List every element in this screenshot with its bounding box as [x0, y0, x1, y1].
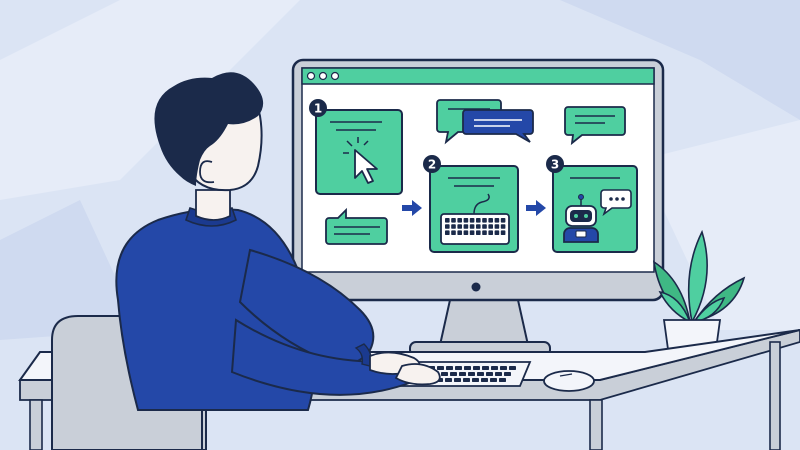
- keyboard-key: [450, 372, 457, 376]
- keyboard-key: [473, 366, 480, 370]
- keyboard-key: [476, 224, 481, 229]
- keyboard-key: [468, 372, 475, 376]
- keyboard-key: [463, 230, 469, 235]
- keyboard-key: [469, 230, 475, 235]
- cursor-click-icon: [343, 137, 378, 184]
- keyboard-key: [476, 218, 481, 223]
- mouse-icon: [543, 370, 595, 392]
- bg-shape-3: [640, 120, 800, 330]
- window-title-bar: [301, 67, 655, 85]
- chat-bubble-green-2: [564, 106, 626, 146]
- keyboard-key: [451, 224, 456, 229]
- window-dot-2: [318, 71, 328, 81]
- keyboard-key: [445, 378, 452, 382]
- monitor-power-dot: [471, 282, 481, 292]
- step-badge-2: 2: [423, 155, 441, 173]
- keyboard-key: [441, 372, 448, 376]
- keyboard-key: [495, 372, 502, 376]
- keyboard-key: [455, 366, 462, 370]
- keyboard-key: [491, 366, 498, 370]
- keyboard-key: [482, 224, 487, 229]
- step-badge-3: 3: [546, 155, 564, 173]
- keyboard-key: [494, 218, 500, 223]
- keyboard-key: [469, 218, 475, 223]
- keyboard-key: [481, 378, 488, 382]
- keyboard-key: [476, 230, 481, 235]
- man-at-computer: [115, 72, 441, 411]
- keyboard-key: [459, 372, 466, 376]
- keyboard-key: [500, 224, 506, 229]
- keyboard-key: [482, 230, 487, 235]
- keyboard-key: [488, 218, 493, 223]
- keyboard-key: [488, 224, 493, 229]
- keyboard-key: [463, 378, 470, 382]
- keyboard-key: [500, 366, 507, 370]
- keyboard-key: [500, 218, 506, 223]
- step-badge-1: 1: [309, 99, 327, 117]
- keyboard-key: [500, 230, 506, 235]
- window-dot-1: [306, 71, 316, 81]
- step-3-card: [552, 165, 638, 253]
- keyboard-key: [494, 230, 500, 235]
- keyboard-key: [494, 224, 500, 229]
- bg-shape-2: [560, 0, 800, 120]
- keyboard-key: [477, 372, 484, 376]
- keyboard-key: [457, 218, 462, 223]
- keyboard-key: [451, 230, 456, 235]
- keyboard-key: [488, 230, 493, 235]
- chat-dots-icon: [600, 189, 632, 217]
- arrow-right-icon-2: [526, 200, 546, 216]
- step-number-3: 3: [551, 158, 559, 172]
- keyboard-key: [469, 224, 475, 229]
- keyboard-key: [451, 218, 456, 223]
- keyboard-key: [482, 366, 489, 370]
- keyboard-key: [463, 224, 469, 229]
- keyboard-key: [486, 372, 493, 376]
- step-2-card: [429, 165, 519, 253]
- keyboard-key: [445, 218, 450, 223]
- keyboard-key: [446, 366, 453, 370]
- keyboard-key: [445, 230, 450, 235]
- keyboard-key: [457, 230, 462, 235]
- keyboard-key: [437, 366, 444, 370]
- bg-shape-4: [0, 200, 140, 340]
- keyboard-key: [509, 366, 516, 370]
- step-number-1: 1: [314, 102, 322, 116]
- chat-bubble-blue: [462, 109, 534, 143]
- step-number-2: 2: [428, 158, 436, 172]
- keyboard-key: [454, 378, 461, 382]
- keyboard-key: [472, 378, 479, 382]
- chat-bubble-green-3: [325, 207, 388, 245]
- keyboard-key: [482, 218, 487, 223]
- keyboard-key: [490, 378, 497, 382]
- bg-shape-1: [0, 0, 300, 200]
- keyboard-key: [463, 218, 469, 223]
- keyboard-key: [504, 372, 511, 376]
- step-1-card: [315, 109, 403, 195]
- arrow-right-icon-1: [402, 200, 422, 216]
- window-dot-3: [330, 71, 340, 81]
- keyboard-key: [445, 224, 450, 229]
- keyboard-key: [457, 224, 462, 229]
- keyboard-icon: [440, 213, 510, 245]
- keyboard-key: [464, 366, 471, 370]
- robot-icon: [563, 194, 599, 243]
- keyboard-key: [499, 378, 506, 382]
